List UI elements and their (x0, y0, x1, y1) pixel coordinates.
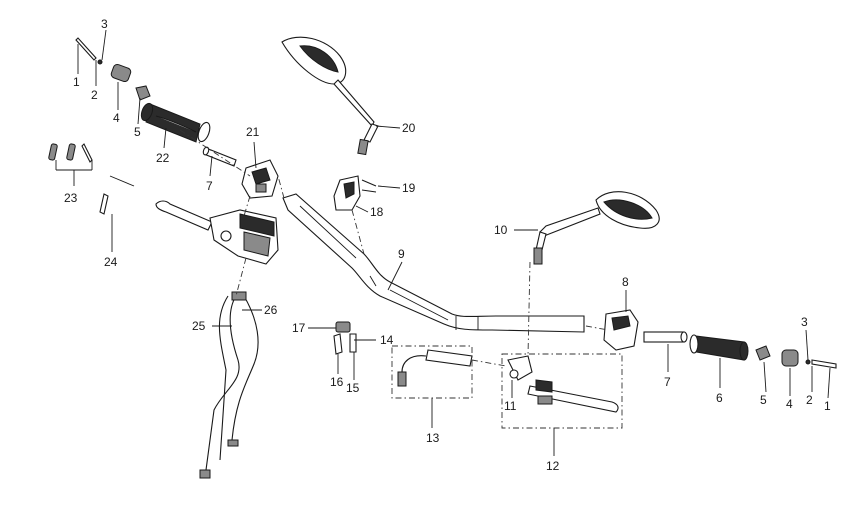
callout-12: 12 (546, 459, 560, 473)
bolts-23-24 (48, 143, 109, 215)
right-end-parts (755, 345, 837, 369)
callout-22: 22 (156, 151, 170, 165)
callout-17: 17 (292, 321, 306, 335)
callout-10: 10 (494, 223, 508, 237)
left-end-parts (75, 37, 151, 101)
clutch-cable-group (391, 345, 473, 399)
callout-2-right: 2 (806, 393, 813, 407)
callout-4-left: 4 (113, 111, 120, 125)
callout-9: 9 (398, 247, 405, 261)
callout-21: 21 (246, 125, 260, 139)
callout-24: 24 (104, 255, 118, 269)
left-lever-assembly (155, 200, 279, 265)
callout-3-left: 3 (101, 17, 108, 31)
callout-1-right: 1 (824, 399, 831, 413)
callout-3-right: 3 (801, 315, 808, 329)
callout-8: 8 (622, 275, 629, 289)
callout-16: 16 (330, 375, 344, 389)
callout-labels: 1 2 3 4 5 22 7 21 20 19 18 23 24 9 10 8 … (64, 17, 831, 473)
callout-4-right: 4 (786, 397, 793, 411)
callout-7-left: 7 (206, 179, 213, 193)
callout-25: 25 (192, 319, 206, 333)
leader-lines (55, 29, 831, 456)
callout-1-left: 1 (73, 75, 80, 89)
callout-15: 15 (346, 381, 360, 395)
right-throttle-pipe (643, 331, 688, 343)
callout-2-left: 2 (91, 88, 98, 102)
callout-20: 20 (402, 121, 416, 135)
clutch-lever-group (501, 353, 623, 429)
left-mirror (281, 36, 379, 156)
callout-23: 23 (64, 191, 78, 205)
throttle-cables (199, 291, 259, 479)
right-mirror (533, 191, 660, 265)
right-switch-housing (603, 309, 639, 351)
left-grip (140, 102, 211, 143)
alignment-dashes (179, 129, 609, 367)
callout-19: 19 (402, 181, 416, 195)
left-throttle-pipe (202, 146, 237, 167)
right-grip (689, 334, 749, 361)
callout-11: 11 (504, 399, 517, 413)
left-switch-housing (241, 159, 279, 199)
callout-13: 13 (426, 431, 440, 445)
callout-5-right: 5 (760, 393, 767, 407)
callout-7-right: 7 (664, 375, 671, 389)
callout-26: 26 (264, 303, 278, 317)
handlebar-tube (282, 193, 585, 333)
switch-parts-14-17 (333, 321, 357, 355)
callout-18: 18 (370, 205, 384, 219)
callout-14: 14 (380, 333, 394, 347)
callout-6: 6 (716, 391, 723, 405)
callout-5-left: 5 (134, 125, 141, 139)
